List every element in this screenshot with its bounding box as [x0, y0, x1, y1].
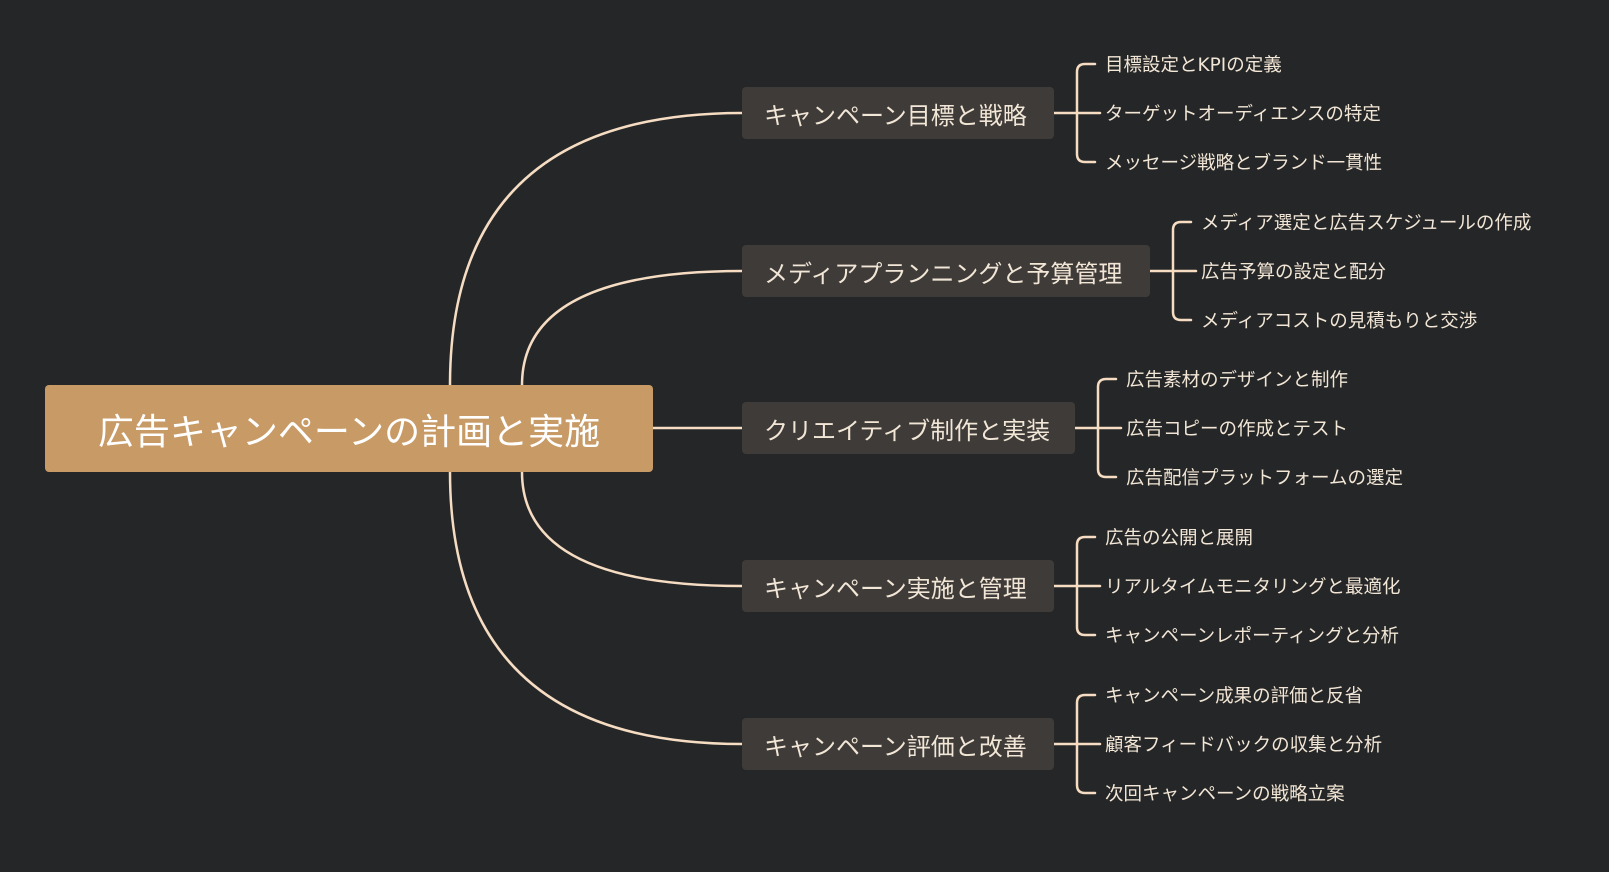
- leaf-bracket-3: [1096, 377, 1118, 479]
- leaf-node-1-3[interactable]: メッセージ戦略とブランド一貫性: [1105, 153, 1383, 174]
- leaf-node-4-1[interactable]: 広告の公開と展開: [1105, 528, 1254, 549]
- leaf-node-1-2[interactable]: ターゲットオーディエンスの特定: [1105, 104, 1381, 125]
- branch-node-2[interactable]: メディアプランニングと予算管理: [742, 245, 1150, 297]
- branch-connector-5: [448, 470, 744, 746]
- leaf-node-5-1[interactable]: キャンペーン成果の評価と反省: [1105, 686, 1364, 707]
- leaf-node-5-2[interactable]: 顧客フィードバックの収集と分析: [1105, 735, 1383, 756]
- branch-node-5[interactable]: キャンペーン評価と改善: [742, 718, 1054, 770]
- leaf-node-2-2[interactable]: 広告予算の設定と配分: [1201, 262, 1387, 283]
- leaf-node-1-1[interactable]: 目標設定とKPIの定義: [1105, 55, 1282, 76]
- leaf-node-4-2[interactable]: リアルタイムモニタリングと最適化: [1105, 577, 1401, 598]
- leaf-node-3-1[interactable]: 広告素材のデザインと制作: [1126, 370, 1349, 391]
- branch-node-1[interactable]: キャンペーン目標と戦略: [742, 87, 1054, 139]
- branch-connector-1: [448, 111, 744, 387]
- leaf-node-2-3[interactable]: メディアコストの見積もりと交渉: [1201, 311, 1478, 332]
- leaf-bracket-2: [1171, 220, 1193, 322]
- leaf-node-5-3[interactable]: 次回キャンペーンの戦略立案: [1105, 784, 1345, 805]
- branch-node-3[interactable]: クリエイティブ制作と実装: [742, 402, 1075, 454]
- leaf-node-2-1[interactable]: メディア選定と広告スケジュールの作成: [1201, 213, 1532, 234]
- branch-node-4[interactable]: キャンペーン実施と管理: [742, 560, 1054, 612]
- branch-connector-2: [520, 269, 744, 387]
- branch-node-label: キャンペーン目標と戦略: [764, 101, 1027, 130]
- root-node-label: 広告キャンペーンの計画と実施: [97, 411, 601, 453]
- leaf-node-4-3[interactable]: キャンペーンレポーティングと分析: [1105, 626, 1399, 647]
- root-node[interactable]: 広告キャンペーンの計画と実施: [45, 385, 653, 472]
- branch-node-label: キャンペーン実施と管理: [764, 574, 1027, 603]
- branch-node-label: メディアプランニングと予算管理: [764, 259, 1123, 288]
- leaf-bracket-1: [1075, 62, 1097, 164]
- leaf-node-3-3[interactable]: 広告配信プラットフォームの選定: [1126, 468, 1403, 489]
- branch-node-label: キャンペーン評価と改善: [764, 732, 1027, 761]
- leaf-bracket-4: [1075, 535, 1097, 637]
- branch-connector-4: [520, 470, 744, 588]
- leaf-bracket-5: [1075, 693, 1097, 795]
- leaf-node-3-2[interactable]: 広告コピーの作成とテスト: [1126, 419, 1349, 440]
- branch-node-label: クリエイティブ制作と実装: [764, 416, 1051, 445]
